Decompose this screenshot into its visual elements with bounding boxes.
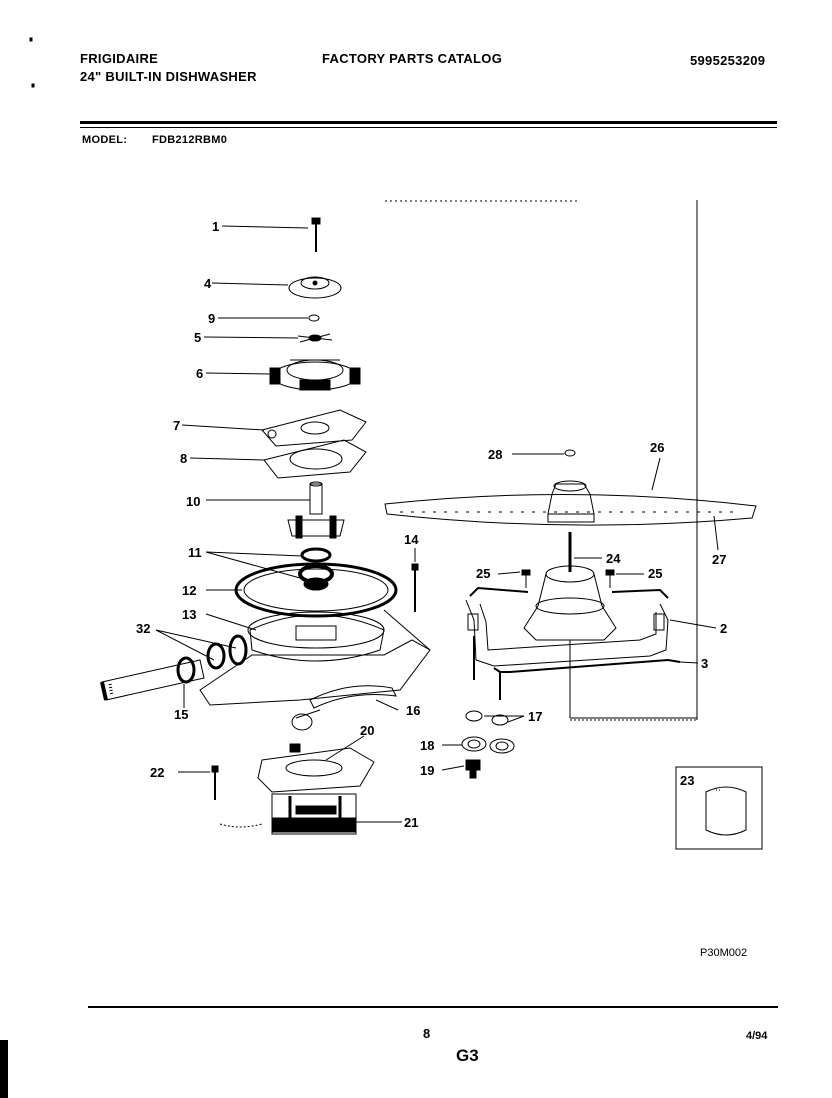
part-gasket-8 (263, 439, 367, 479)
scan-edge-mark (0, 1040, 8, 1098)
part-seals-11 (298, 547, 334, 591)
callout-13: 13 (182, 607, 196, 622)
callout-9: 9 (208, 311, 215, 326)
callout-6: 6 (196, 366, 203, 381)
callout-21: 21 (404, 815, 418, 830)
part-cap-4 (288, 276, 342, 299)
part-shaft-10 (287, 481, 345, 539)
drawing-code: P30M002 (700, 947, 748, 959)
callout-3: 3 (701, 656, 708, 671)
callout-4: 4 (204, 276, 212, 291)
callout-14: 14 (404, 532, 419, 547)
part-manifold (523, 565, 617, 650)
part-23-inset (675, 766, 763, 850)
callout-18: 18 (420, 738, 434, 753)
part-screw-22 (211, 765, 263, 828)
callout-11: 11 (188, 545, 202, 560)
callout-1: 1 (212, 219, 219, 234)
part-oring-9 (308, 314, 320, 322)
part-clamp-16 (291, 685, 397, 731)
callout-28: 28 (488, 447, 502, 462)
part-supply-tube-2 (465, 586, 681, 700)
callout-10: 10 (186, 494, 200, 509)
part-plate-7 (261, 409, 367, 447)
part-screws-25 (521, 569, 615, 588)
part-sump-13 (199, 609, 431, 706)
part-spray-arm-26 (384, 480, 757, 526)
brand-name: FRIGIDAIRE (80, 51, 159, 66)
catalog-number: 5995253209 (690, 53, 766, 68)
callout-19: 19 (420, 763, 434, 778)
header-rule-thin (80, 127, 777, 128)
callout-2: 2 (720, 621, 727, 636)
part-screw-1 (311, 217, 321, 252)
leader-lines (155, 225, 719, 823)
callout-8: 8 (180, 451, 187, 466)
part-mount-20 (257, 743, 375, 793)
callout-26: 26 (650, 440, 664, 455)
part-impeller-6 (269, 359, 361, 391)
section-code: G3 (456, 1046, 479, 1065)
callout-17: 17 (528, 709, 542, 724)
callout-20: 20 (360, 723, 374, 738)
callout-25-left: 25 (476, 566, 490, 581)
callout-labels: 1 4 9 5 6 7 8 10 11 12 13 32 15 14 16 20… (136, 219, 727, 830)
callout-32: 32 (136, 621, 150, 636)
model-label: MODEL: (82, 134, 128, 146)
part-motor-21 (271, 793, 357, 835)
callout-16: 16 (406, 703, 420, 718)
catalog-title: FACTORY PARTS CATALOG (322, 51, 503, 66)
model-value: FDB212RBM0 (152, 134, 228, 146)
callout-5: 5 (194, 330, 201, 345)
footer-rule (88, 1006, 778, 1008)
part-28 (564, 449, 576, 457)
page-number: 8 (423, 1026, 431, 1041)
part-screw-14 (411, 563, 419, 612)
part-clip-5 (297, 333, 333, 343)
callout-25-right: 25 (648, 566, 662, 581)
callout-7: 7 (173, 418, 180, 433)
part-washers-17-18 (461, 710, 515, 779)
callout-15: 15 (174, 707, 188, 722)
header-rule-thick (80, 121, 777, 124)
callout-27: 27 (712, 552, 726, 567)
callout-24: 24 (606, 551, 621, 566)
callout-12: 12 (182, 583, 196, 598)
callout-23: 23 (680, 773, 694, 788)
callout-22: 22 (150, 765, 164, 780)
revision-date: 4/94 (746, 1030, 768, 1042)
product-name: 24" BUILT-IN DISHWASHER (80, 69, 257, 84)
